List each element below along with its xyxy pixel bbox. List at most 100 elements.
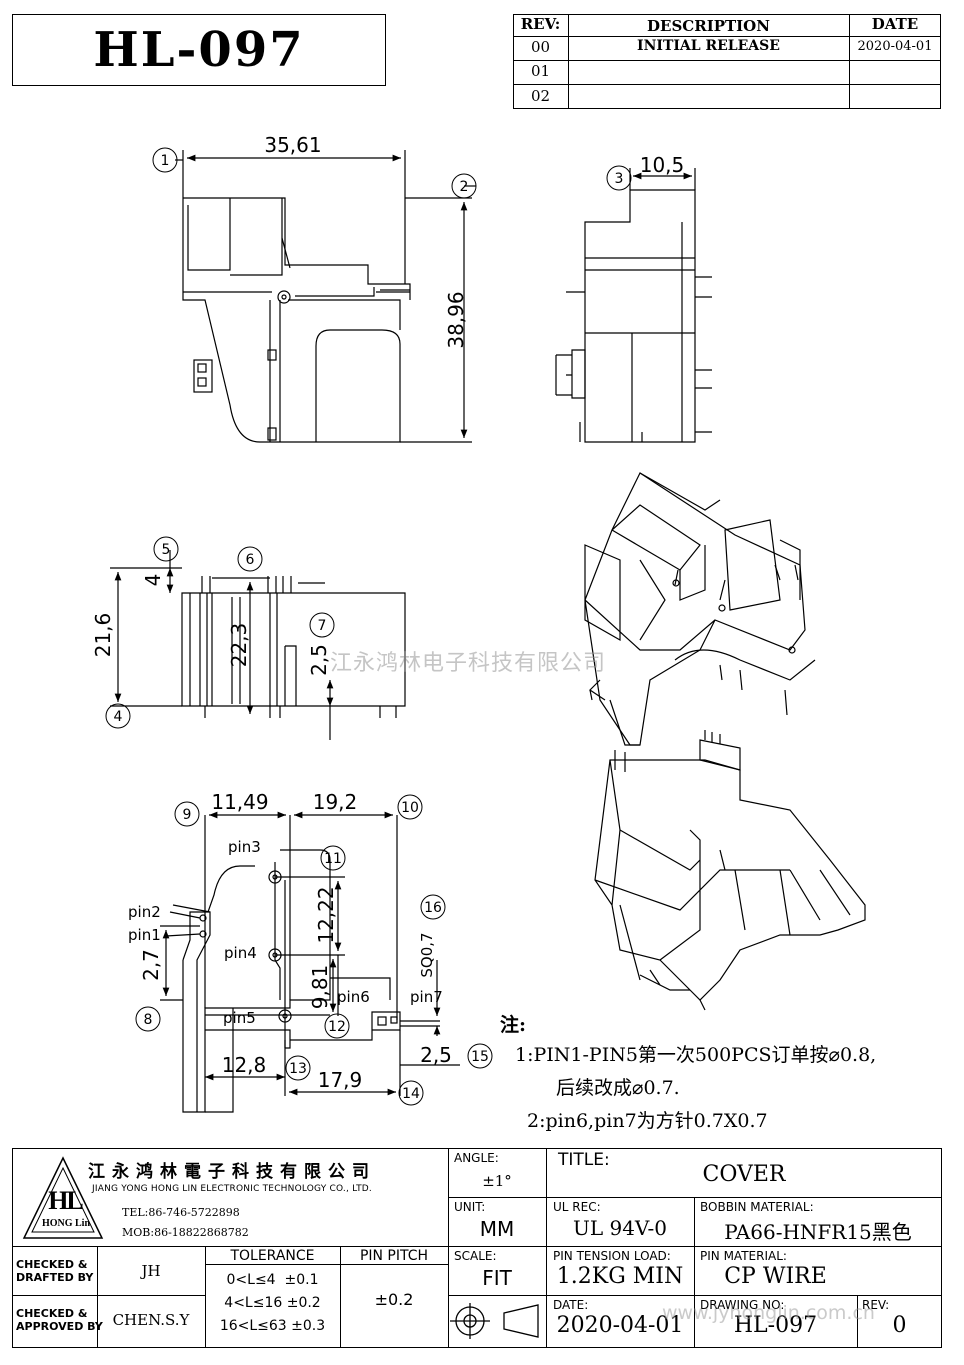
dim-2-5-top: 2,5	[307, 644, 331, 676]
dim-10-5: 10,5	[640, 153, 685, 177]
pin-material-value: CP WIRE	[724, 1264, 827, 1289]
callout-2: 2	[460, 179, 469, 195]
rev-row-2-rev: 02	[530, 87, 551, 105]
callout-5: 5	[162, 542, 171, 558]
pin-material-label: PIN MATERIAL:	[700, 1249, 787, 1263]
tolerance-row-1: 0<L≤4 ±0.1	[226, 1272, 319, 1288]
pin-layout-view	[182, 849, 401, 1113]
dim-2-7: 2,7	[139, 949, 163, 981]
date-label: DATE:	[553, 1298, 589, 1312]
rev-label: REV:	[862, 1298, 890, 1312]
date-col-header: DATE	[871, 15, 919, 33]
callout-4: 4	[114, 709, 123, 725]
part-number-box	[12, 14, 386, 86]
checked-approved-label-2: APPROVED BY	[16, 1320, 103, 1333]
callout-7: 7	[318, 618, 327, 634]
checked-approved-value: CHEN.S.Y	[112, 1311, 190, 1329]
note-line-2: 后续改成⌀0.7.	[556, 1077, 680, 1099]
callout-6: 6	[246, 552, 255, 568]
checked-drafted-label-1: CHECKED &	[16, 1258, 88, 1271]
callout-8: 8	[144, 1012, 153, 1028]
checked-approved-label-1: CHECKED &	[16, 1307, 88, 1320]
watermark: 江永鸿林电子科技有限公司	[330, 651, 607, 676]
dim-21-6: 21,6	[91, 613, 115, 658]
rev-row-0-date: 2020-04-01	[857, 39, 933, 54]
side-view	[555, 189, 712, 443]
company-name-en: JIANG YONG HONG LIN ELECTRONIC TECHNOLOG…	[92, 1184, 372, 1194]
pin3-label: pin3	[228, 838, 261, 856]
date-value: 2020-04-01	[556, 1313, 684, 1338]
callout-1: 1	[161, 153, 170, 169]
checked-drafted-value: JH	[141, 1262, 161, 1280]
callout-9: 9	[183, 807, 192, 823]
pin7-label: pin7	[410, 988, 443, 1006]
callout-12: 12	[328, 1019, 346, 1035]
bobbin-material-value: PA66-HNFR15黑色	[724, 1220, 912, 1244]
company-logo	[22, 1156, 104, 1239]
company-tel: TEL:86-746-5722898	[122, 1206, 240, 1219]
part-number-title: HL-097	[93, 22, 305, 78]
note-line-3: 2:pin6,pin7为方针0.7X0.7	[527, 1110, 768, 1132]
ul-value: UL 94V-0	[572, 1216, 668, 1240]
title-label: TITLE:	[558, 1150, 610, 1170]
pin4-label: pin4	[224, 944, 257, 962]
dim-17-9: 17,9	[318, 1068, 363, 1092]
dim-2-5-bottom: 2,5	[420, 1043, 452, 1067]
tolerance-label: TOLERANCE	[230, 1248, 315, 1264]
rev-value: 0	[892, 1313, 907, 1338]
drawing-no-label: DRAWING NO:	[700, 1298, 785, 1312]
dim-38-96: 38,96	[444, 291, 468, 348]
pin-pitch-value: ±0.2	[374, 1290, 414, 1309]
pin6-label: pin6	[337, 988, 370, 1006]
company-mob: MOB:86-18822868782	[122, 1226, 249, 1239]
pin-tension-label: PIN TENSION LOAD:	[553, 1249, 671, 1263]
technical-drawing: 1 2 3 4 5 6 7 8 9 10 11 12 13 14 15 16 3…	[91, 133, 866, 1113]
rev-col-header: REV:	[520, 15, 561, 33]
callout-16: 16	[424, 900, 442, 916]
dim-12-8: 12,8	[222, 1053, 267, 1077]
drawing-no-value: HL-097	[733, 1313, 818, 1338]
scale-label: SCALE:	[454, 1249, 497, 1263]
isometric-view-top	[584, 472, 816, 746]
pin-tension-value: 1.2KG MIN	[556, 1264, 684, 1289]
logo-text: HL	[48, 1186, 84, 1215]
dim-11-49: 11,49	[211, 790, 268, 814]
unit-label: UNIT:	[454, 1200, 486, 1214]
callout-15: 15	[471, 1049, 489, 1065]
isometric-view-bottom	[594, 730, 866, 1011]
rev-row-0-desc: INITIAL RELEASE	[637, 38, 780, 54]
tolerance-row-2: 4<L≤16 ±0.2	[224, 1295, 321, 1311]
tolerance-row-3: 16<L≤63 ±0.3	[219, 1318, 326, 1334]
callout-14: 14	[402, 1086, 420, 1102]
company-name-cn: 江永鸿林電子科技有限公司	[88, 1162, 376, 1182]
logo-subtext: HONG Lin	[41, 1218, 91, 1229]
dim-22-3: 22,3	[227, 623, 251, 668]
callout-3: 3	[615, 171, 624, 187]
website-watermark: www.jyhonglin.com.cn	[662, 1302, 875, 1324]
dim-35-61: 35,61	[264, 133, 321, 157]
bottom-view	[181, 576, 406, 718]
pin-pitch-label: PIN PITCH	[359, 1248, 429, 1264]
callout-10: 10	[401, 800, 419, 816]
dim-12-22: 12,22	[314, 886, 338, 943]
pin5-label: pin5	[223, 1009, 256, 1027]
dim-19-2: 19,2	[313, 790, 358, 814]
description-col-header: DESCRIPTION	[647, 17, 770, 35]
title-block	[12, 1148, 942, 1348]
dim-sq0-7: SQ0,7	[418, 932, 436, 977]
title-value: COVER	[702, 1162, 786, 1187]
front-view	[182, 197, 411, 443]
dim-9-81: 9,81	[308, 965, 332, 1010]
pin2-label: pin2	[128, 903, 161, 921]
scale-value: FIT	[482, 1266, 512, 1290]
dim-4: 4	[141, 574, 165, 587]
callout-11: 11	[324, 851, 342, 867]
angle-value: ±1°	[482, 1172, 512, 1190]
checked-drafted-label-2: DRAFTED BY	[16, 1271, 94, 1284]
angle-label: ANGLE:	[454, 1151, 499, 1165]
ul-label: UL REC:	[553, 1200, 601, 1214]
note-line-1: 1:PIN1-PIN5第一次500PCS订单按⌀0.8,	[515, 1044, 877, 1066]
pin1-label: pin1	[128, 926, 161, 944]
projection-symbol-icon	[450, 1303, 539, 1339]
rev-row-1-rev: 01	[530, 62, 551, 80]
